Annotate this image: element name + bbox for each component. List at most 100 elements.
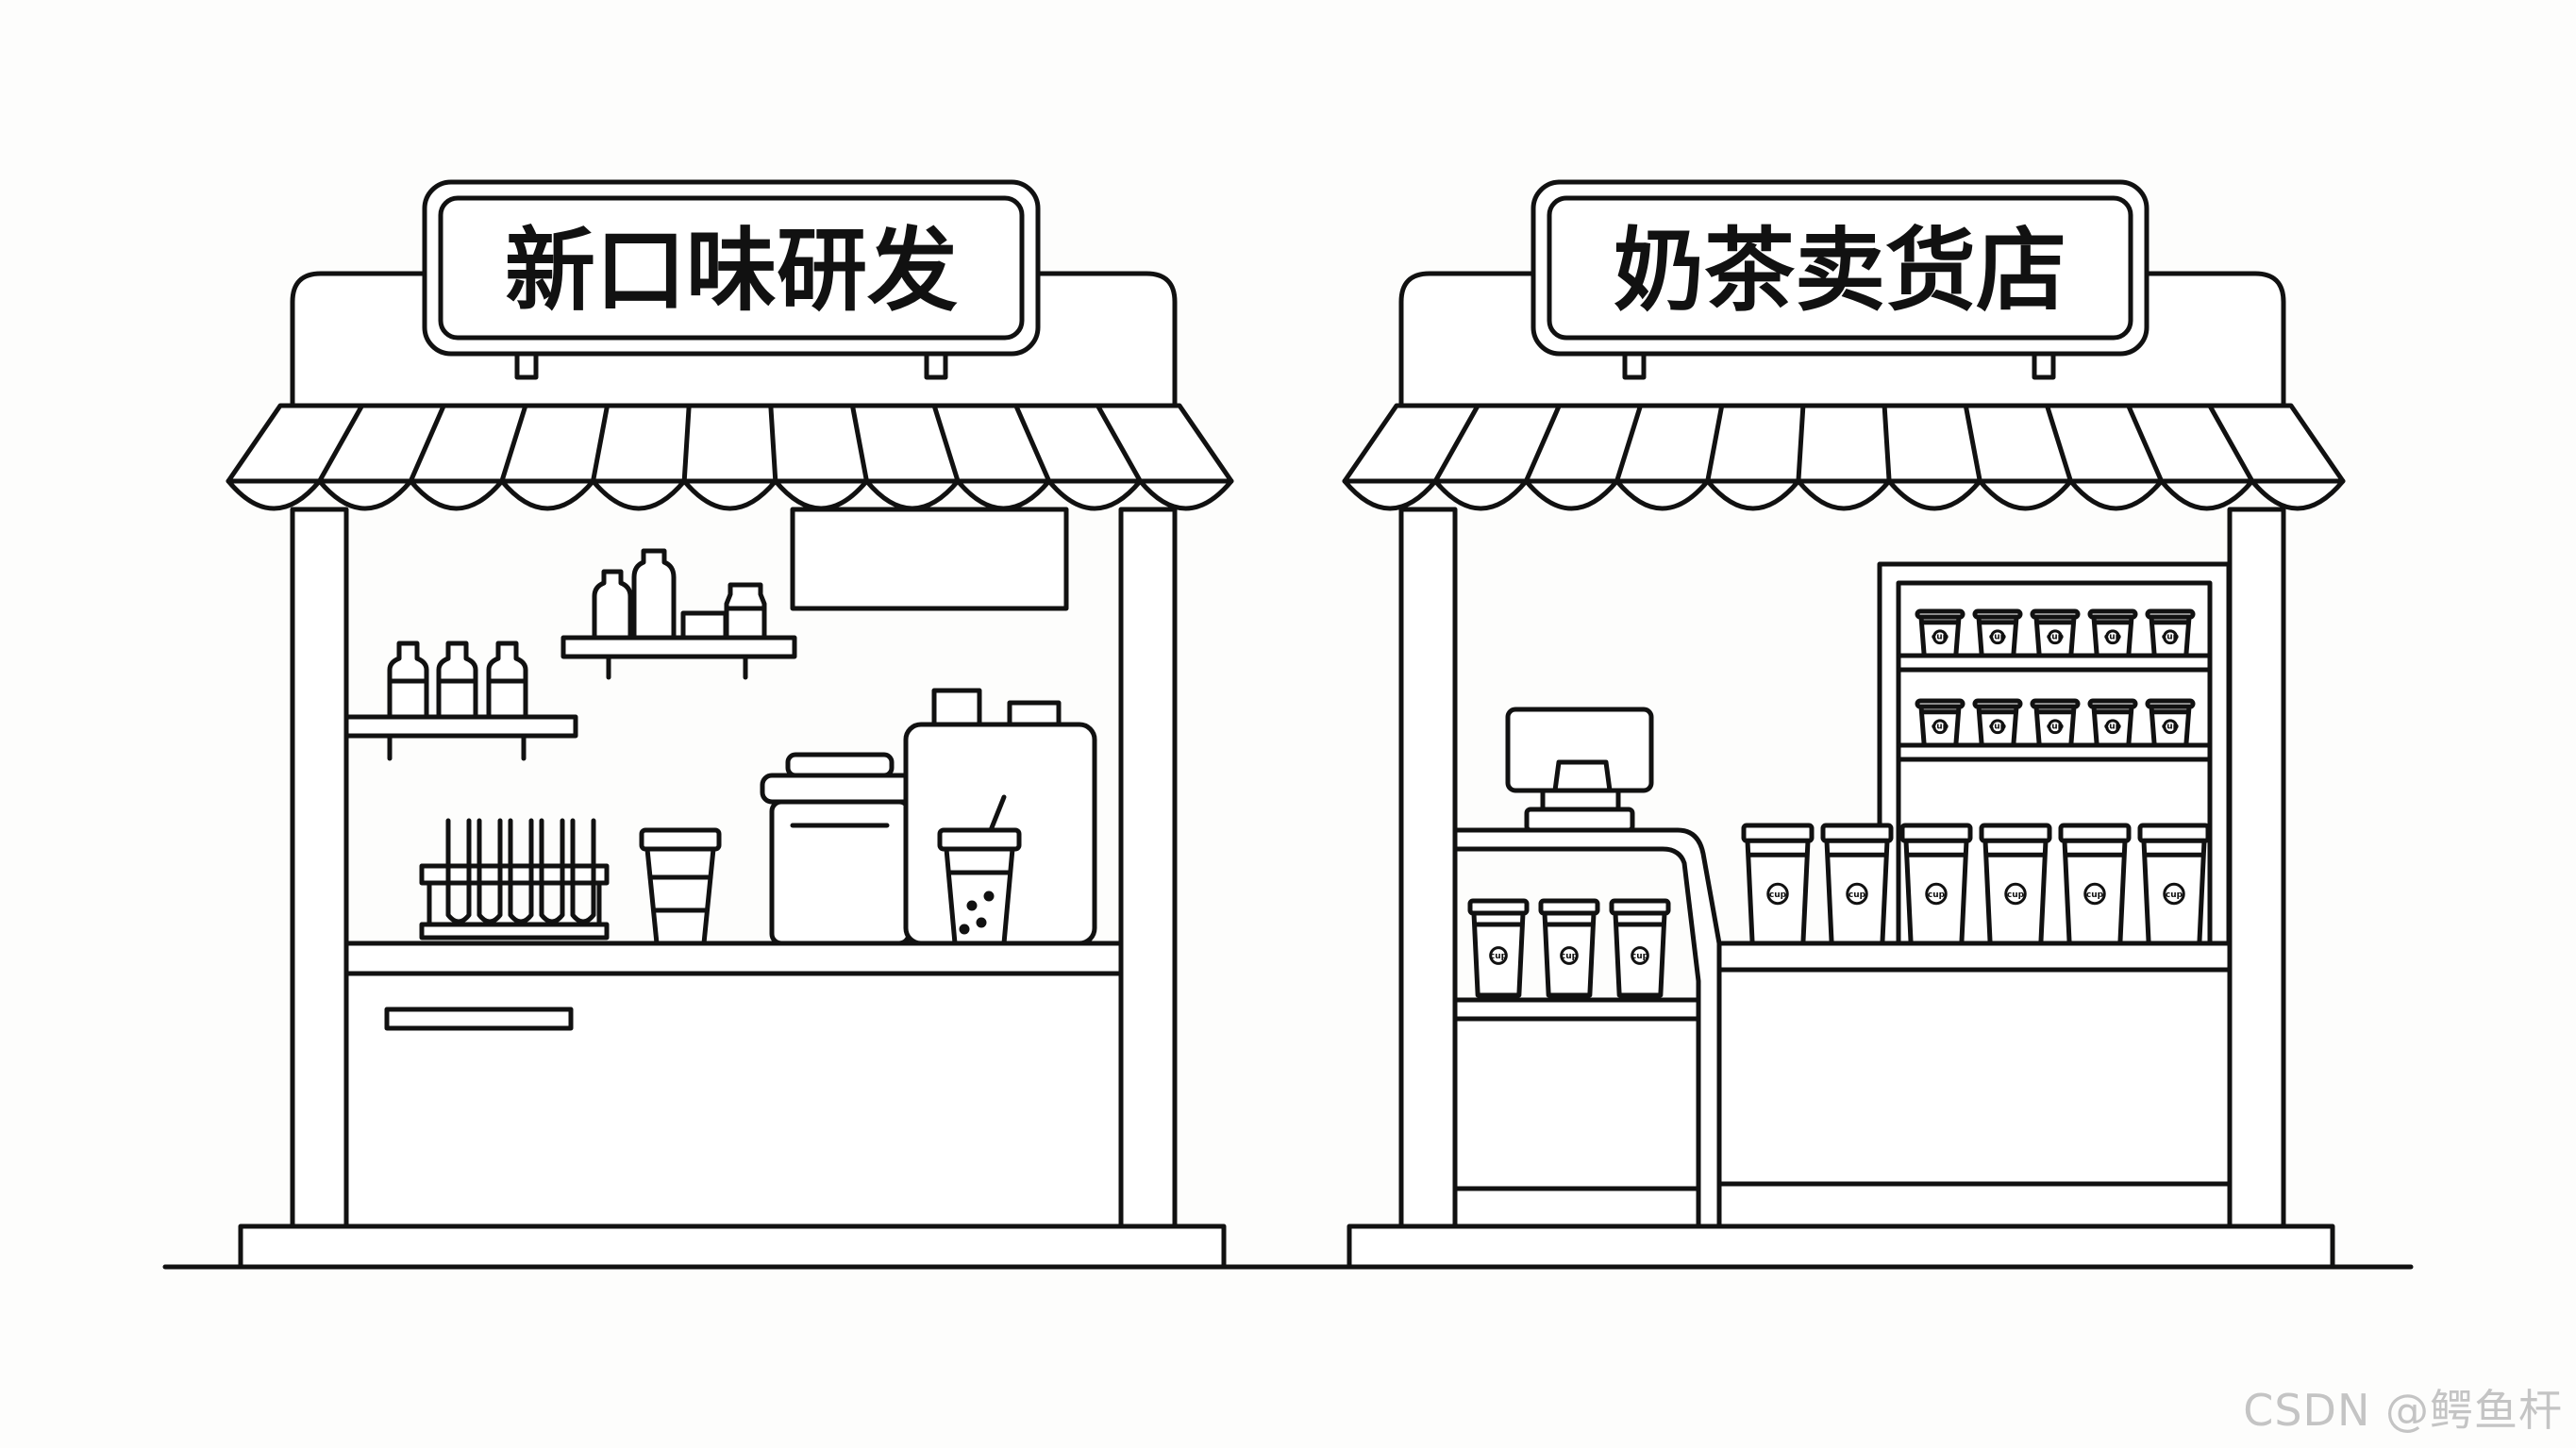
bottle — [724, 582, 767, 641]
boba-pearl — [983, 890, 995, 902]
awning-shape — [1342, 403, 2346, 511]
cup-logo-circle — [1925, 882, 1948, 906]
left-post — [1398, 507, 1458, 1229]
fridge-cup: cup — [2087, 608, 2138, 658]
awning-shape — [226, 403, 1234, 511]
fridge-cup: cup — [2030, 608, 2081, 658]
boba-lid — [937, 827, 1022, 852]
awning-stripe — [1013, 403, 1052, 484]
boba-cup — [937, 794, 1022, 946]
boba-body — [944, 846, 1015, 946]
awning-stripe — [1796, 403, 1806, 484]
left-counter-drawer-handle — [384, 1007, 574, 1031]
left-sign-hook — [514, 351, 539, 380]
cup-logo-text: cup — [1631, 952, 1649, 961]
right-sign-hook — [1622, 351, 1647, 380]
awning-stripe — [1963, 403, 1982, 484]
cup-logo-text: cup — [1490, 952, 1508, 961]
boba-pearl — [976, 917, 987, 928]
left-counter-body — [343, 971, 1124, 1229]
test-tube — [477, 818, 503, 924]
register-stand — [1552, 759, 1613, 793]
bottle-group-lower — [387, 641, 528, 720]
counter-cabinet — [1452, 997, 1701, 1229]
cup-logo-text: cup — [2162, 633, 2180, 642]
tea-container — [760, 752, 921, 946]
cup-logo-circle — [2163, 719, 2178, 735]
awning-stripe — [931, 403, 961, 484]
back-counter-top — [1716, 940, 2233, 973]
left-base-platform — [238, 1223, 1227, 1270]
awning-stripe — [1882, 403, 1892, 484]
bottle-group-upper — [592, 548, 767, 641]
left-sign-inner — [438, 195, 1025, 341]
awning-stripe — [768, 403, 778, 484]
cup-logo-text: cup — [1932, 723, 1949, 732]
boba-pearl — [966, 900, 978, 911]
left-sign-text: 新口味研发 — [505, 218, 958, 324]
cup-logo-text: cup — [1928, 890, 1946, 900]
bottle — [592, 569, 633, 641]
cup-logo-text: cup — [2104, 723, 2122, 732]
back-counter-body — [1716, 967, 2233, 1229]
cup-logo-circle — [1990, 719, 2005, 735]
register-neck — [1540, 788, 1621, 812]
awning-stripe — [317, 403, 365, 484]
jar — [680, 610, 728, 641]
cup-logo-text: cup — [2104, 633, 2122, 642]
cup-logo-circle — [2004, 882, 2027, 906]
awning-stripe — [2044, 403, 2073, 484]
cup-logo-circle — [1766, 882, 1789, 906]
left-sign-board — [422, 179, 1041, 357]
boba-pearl — [959, 924, 970, 935]
left-awning — [226, 403, 1234, 511]
right-post — [2227, 507, 2286, 1229]
fridge-cups: cup cup cup cup cup cup cup cup cup cup — [1915, 608, 2196, 748]
cup-logo-circle — [2163, 882, 2185, 906]
machine-top-block — [931, 688, 982, 727]
register-base — [1524, 807, 1635, 833]
cup-logo-text: cup — [1769, 890, 1787, 900]
fridge-cup: cup — [2145, 698, 2196, 748]
cup-logo-text: cup — [1932, 633, 1949, 642]
awning-stripe — [681, 403, 692, 484]
bottle — [631, 548, 677, 641]
cup-logo-text: cup — [2086, 890, 2104, 900]
cup-logo-circle — [2105, 629, 2120, 645]
cup-logo-circle — [2048, 719, 2063, 735]
big-cup: cup — [2137, 823, 2211, 946]
cup-lid — [639, 827, 722, 852]
awning-stripe — [1432, 403, 1480, 484]
awning-stripe — [1095, 403, 1143, 484]
right-sign-inner — [1547, 195, 2133, 341]
right-awning — [1342, 403, 2346, 511]
machine-top-block — [1007, 700, 1062, 728]
fridge-cup: cup — [2030, 698, 2081, 748]
test-tube-rack — [419, 818, 610, 940]
left-stall: 新口味研发 — [226, 179, 1234, 1270]
test-tube — [445, 818, 472, 924]
fridge-cup: cup — [1972, 698, 2023, 748]
cup-logo-text: cup — [1989, 723, 2007, 732]
awning-stripe — [1614, 403, 1644, 484]
cup-logo-circle — [2048, 629, 2063, 645]
test-tube — [508, 818, 534, 924]
cup-logo-circle — [2163, 629, 2178, 645]
small-cup: cup — [1467, 898, 1530, 998]
test-tube — [570, 818, 596, 924]
big-cup: cup — [1741, 823, 1815, 946]
cup-logo-circle — [1846, 882, 1868, 906]
big-cup: cup — [1979, 823, 2052, 946]
cup-logo-text: cup — [1989, 633, 2007, 642]
left-shelf-lower — [343, 714, 578, 739]
cup-logo-text: cup — [2162, 723, 2180, 732]
right-base-platform — [1347, 1223, 2335, 1270]
straw — [988, 794, 1007, 833]
fridge-cup: cup — [1972, 608, 2023, 658]
cup-logo-circle — [1489, 946, 1508, 965]
